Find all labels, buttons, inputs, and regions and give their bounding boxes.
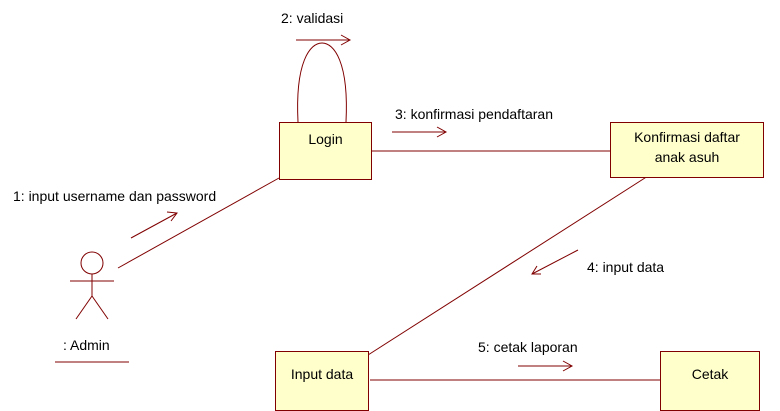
object-konfirmasi-label: Konfirmasi daftar anak asuh <box>634 129 740 165</box>
self-link-login <box>297 42 347 123</box>
object-konfirmasi-daftar-anak-asuh[interactable]: Konfirmasi daftar anak asuh <box>610 122 764 178</box>
message-arrow-4 <box>531 249 579 275</box>
object-input-data-label: Input data <box>290 366 354 382</box>
object-login[interactable]: Login <box>279 122 372 180</box>
message-label-5: 5: cetak laporan <box>478 339 578 355</box>
message-arrow-2 <box>296 34 352 46</box>
message-arrow-3 <box>392 126 448 138</box>
link-konfirmasi-inputdata <box>367 175 649 356</box>
link-admin-login <box>117 177 280 269</box>
actor-figure-icon <box>70 251 114 320</box>
message-arrow-5 <box>518 360 574 372</box>
actor-label: : Admin <box>63 337 110 353</box>
message-arrow-1 <box>130 211 178 239</box>
message-label-1: 1: input username dan password <box>13 188 217 204</box>
message-label-4: 4: input data <box>587 259 665 275</box>
object-cetak-label: Cetak <box>691 366 729 382</box>
message-label-3: 3: konfirmasi pendaftaran <box>395 106 553 122</box>
message-label-2: 2: validasi <box>281 10 344 26</box>
object-input-data[interactable]: Input data <box>275 351 369 411</box>
object-cetak[interactable]: Cetak <box>660 351 760 411</box>
object-login-label: Login <box>308 131 343 147</box>
